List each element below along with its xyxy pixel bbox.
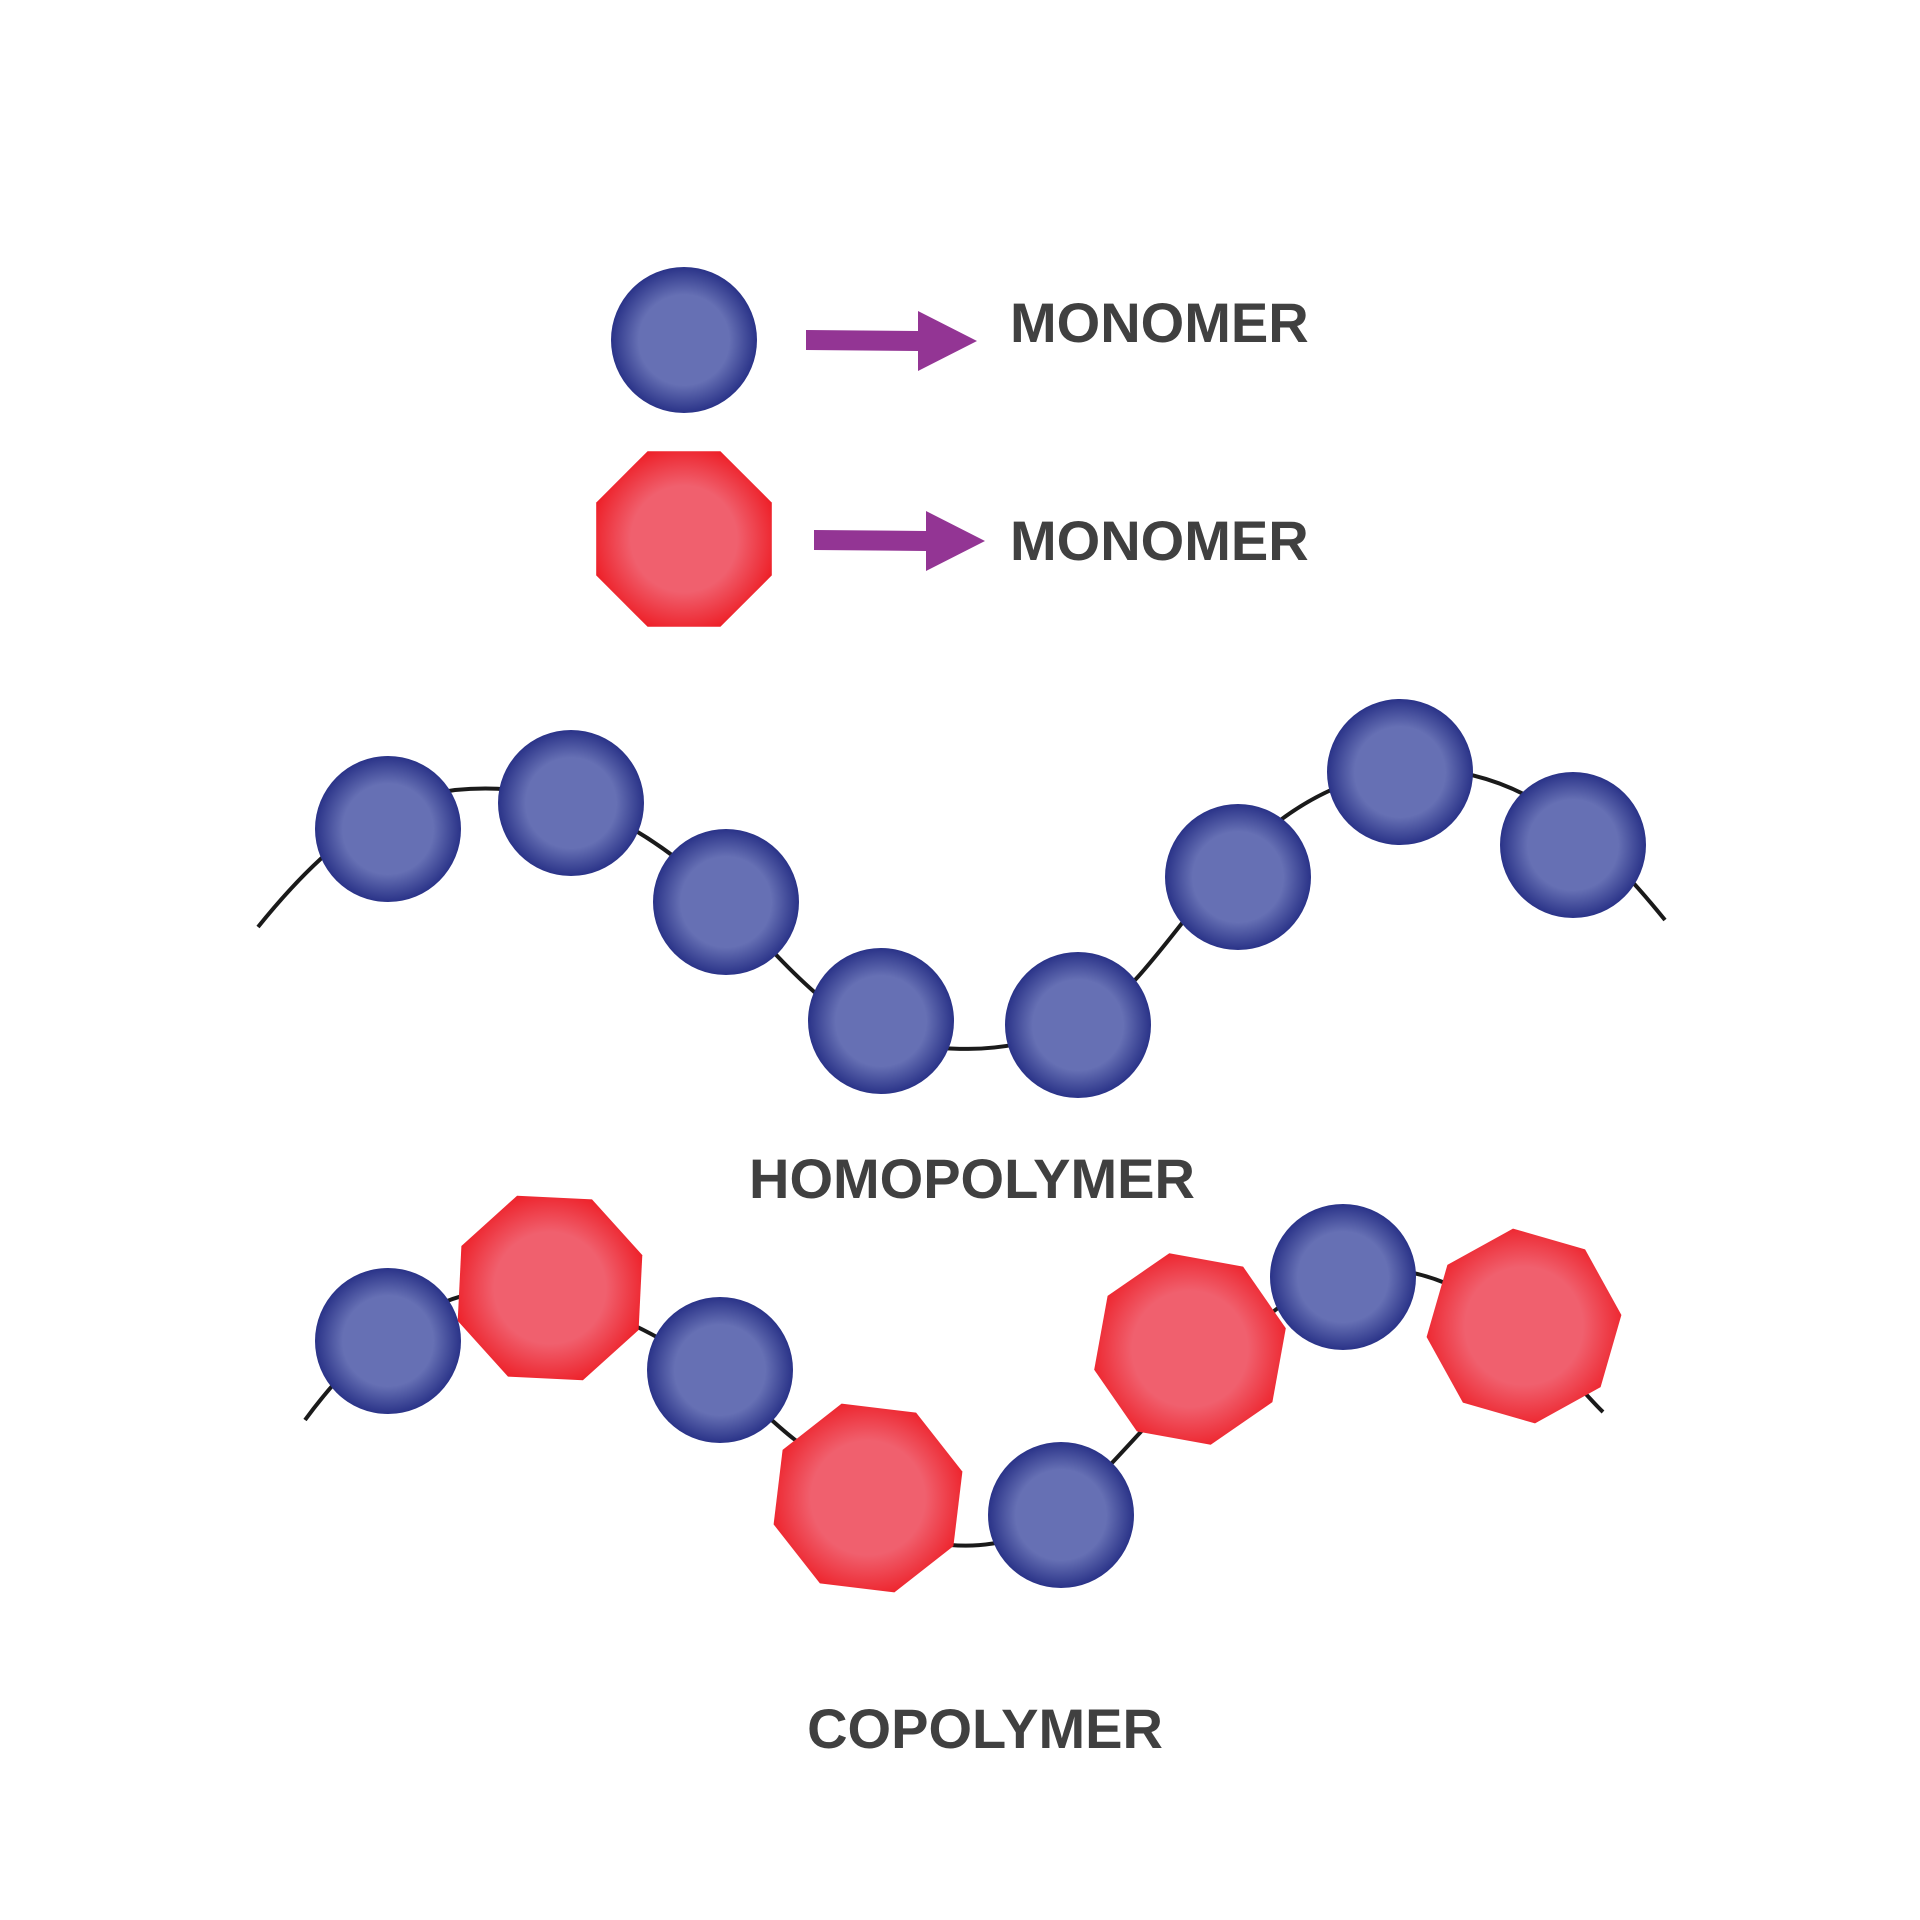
copolymer-units: [315, 1195, 1622, 1593]
legend: MONOMER MONOMER: [596, 267, 1309, 627]
copolymer: COPOLYMER: [303, 1195, 1622, 1760]
copolymer-circle-unit: [647, 1297, 793, 1443]
legend-item-circle: MONOMER: [611, 267, 1309, 413]
homopolymer-circle-unit: [498, 730, 644, 876]
homopolymer: HOMOPOLYMER: [256, 699, 1667, 1210]
copolymer-octagon-unit: [773, 1403, 963, 1593]
copolymer-octagon-unit: [457, 1195, 643, 1381]
homopolymer-circle-unit: [808, 948, 954, 1094]
legend-monomer-circle-icon: [611, 267, 757, 413]
homopolymer-circle-unit: [1005, 952, 1151, 1098]
copolymer-circle-unit: [1270, 1204, 1416, 1350]
copolymer-circle-unit: [315, 1268, 461, 1414]
homopolymer-units: [315, 699, 1646, 1098]
legend-label-octagon: MONOMER: [1010, 509, 1309, 572]
copolymer-circle-unit: [988, 1442, 1134, 1588]
homopolymer-circle-unit: [1327, 699, 1473, 845]
homopolymer-circle-unit: [1500, 772, 1646, 918]
legend-monomer-octagon-icon: [596, 451, 772, 627]
copolymer-octagon-unit: [1426, 1228, 1622, 1424]
homopolymer-circle-unit: [653, 829, 799, 975]
legend-arrow-icon: [806, 311, 977, 371]
homopolymer-circle-unit: [315, 756, 461, 902]
monomer-octagon-icon: [596, 451, 772, 627]
legend-item-octagon: MONOMER: [596, 451, 1309, 627]
homopolymer-label: HOMOPOLYMER: [749, 1147, 1195, 1210]
legend-arrow-icon: [814, 511, 985, 571]
copolymer-octagon-unit: [1094, 1253, 1286, 1445]
legend-label-circle: MONOMER: [1010, 291, 1309, 354]
monomer-circle-icon: [611, 267, 757, 413]
copolymer-label: COPOLYMER: [807, 1697, 1163, 1760]
homopolymer-circle-unit: [1165, 804, 1311, 950]
